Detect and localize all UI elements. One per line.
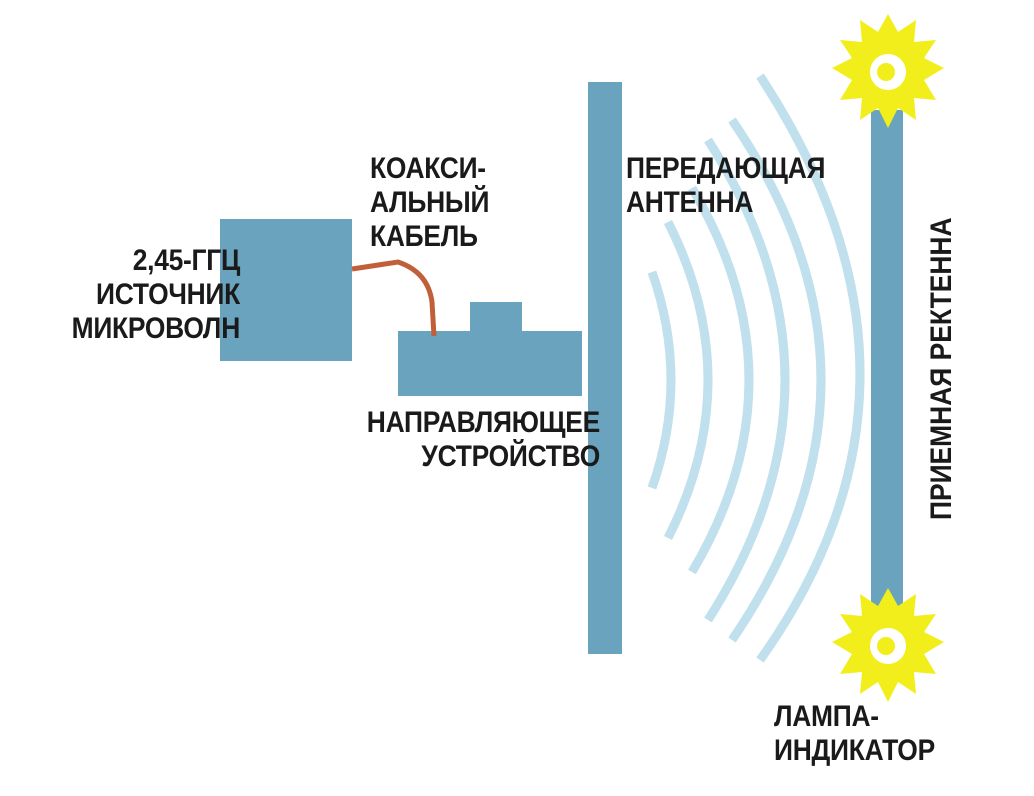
lamp-top-icon [832, 14, 944, 128]
wave-arc-6 [756, 73, 865, 663]
microwave-waves [647, 73, 865, 663]
label-transmitting-antenna: ПЕРЕДАЮЩАЯ АНТЕННА [626, 152, 825, 220]
wave-arc-3 [688, 185, 754, 575]
wave-arc-4 [704, 137, 790, 623]
receiving-rectenna [871, 110, 903, 630]
label-receiving-rectenna: ПРИЕМНАЯ РЕКТЕННА [925, 217, 958, 520]
label-guide-device: НАПРАВЛЯЮЩЕЕ УСТРОЙСТВО [362, 406, 600, 474]
label-line: МИКРОВОЛН [71, 312, 241, 345]
label-line: ЛАМПА- [774, 700, 879, 733]
wave-arc-2 [663, 219, 713, 541]
label-line: 2,45-ГГЦ [132, 244, 241, 277]
label-line: УСТРОЙСТВО [421, 440, 600, 473]
lamp-bottom-icon [832, 588, 944, 702]
transmitting-antenna [588, 82, 622, 654]
label-microwave-source: 2,45-ГГЦ ИСТОЧНИК МИКРОВОЛН [31, 244, 241, 346]
label-line: КАБЕЛЬ [370, 220, 478, 253]
label-coaxial-cable: КОАКСИ- АЛЬНЫЙ КАБЕЛЬ [370, 152, 489, 254]
label-line: ИНДИКАТОР [774, 734, 935, 767]
coaxial-cable [351, 259, 437, 337]
label-line: АЛЬНЫЙ [370, 186, 490, 219]
guide-device-body [398, 331, 582, 396]
microwave-source-block [220, 219, 352, 361]
label-line: НАПРАВЛЯЮЩЕЕ [366, 406, 600, 439]
label-line: ИСТОЧНИК [96, 278, 240, 311]
label-line: АНТЕННА [626, 186, 754, 219]
label-indicator-lamp: ЛАМПА- ИНДИКАТОР [774, 700, 935, 768]
label-line: ПЕРЕДАЮЩАЯ [626, 152, 826, 185]
wave-arc-5 [728, 117, 826, 643]
label-line: КОАКСИ- [370, 152, 486, 185]
guide-device-top [470, 302, 522, 332]
wave-arc-1 [647, 270, 676, 490]
